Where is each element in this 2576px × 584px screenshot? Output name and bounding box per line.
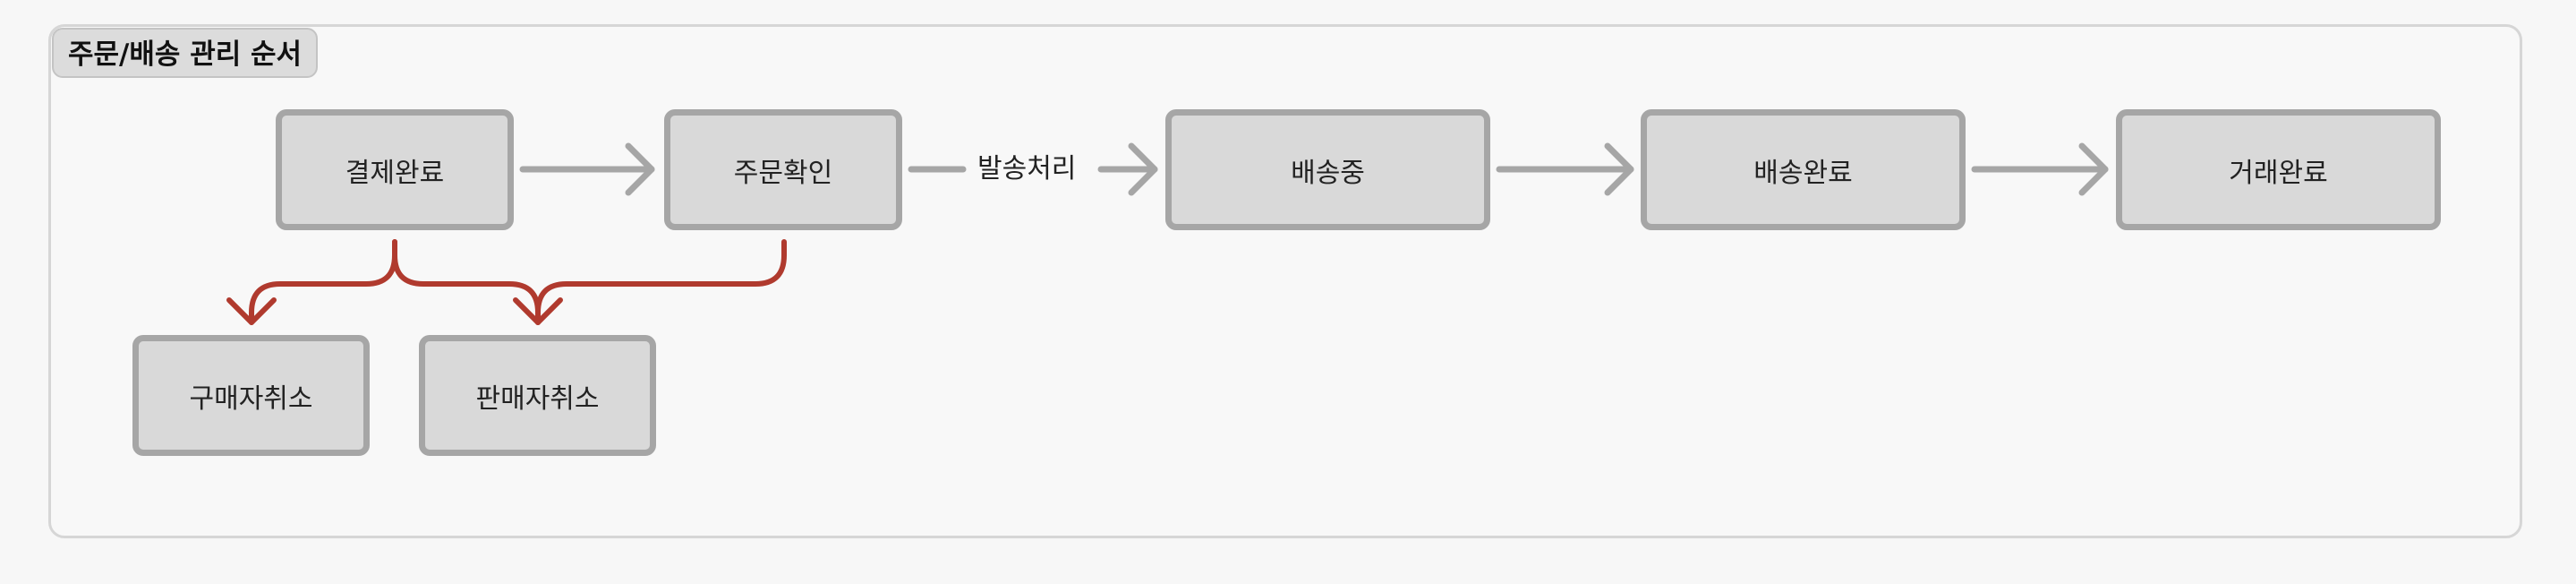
node-payment-complete: 결제완료 — [276, 109, 514, 230]
edge-payment-to-buyer-cancel — [226, 239, 397, 325]
diagram-title: 주문/배송 관리 순서 — [52, 28, 319, 78]
node-transaction-complete: 거래완료 — [2116, 109, 2441, 230]
edge-shipping-to-delivered — [1496, 142, 1634, 196]
node-buyer-cancel: 구매자취소 — [132, 335, 370, 456]
edge-payment-to-confirm — [519, 142, 655, 196]
node-delivered: 배송완료 — [1641, 109, 1966, 230]
edge-confirm-to-seller-cancel — [513, 239, 787, 325]
edge-dispatch-to-shipping — [1097, 142, 1158, 196]
node-shipping: 배송중 — [1165, 109, 1490, 230]
node-order-confirm: 주문확인 — [664, 109, 902, 230]
edge-label-dispatch: 발송처리 — [970, 151, 1084, 187]
node-seller-cancel: 판매자취소 — [419, 335, 656, 456]
edge-payment-to-seller-cancel — [392, 239, 541, 325]
edge-delivered-to-complete — [1971, 142, 2109, 196]
